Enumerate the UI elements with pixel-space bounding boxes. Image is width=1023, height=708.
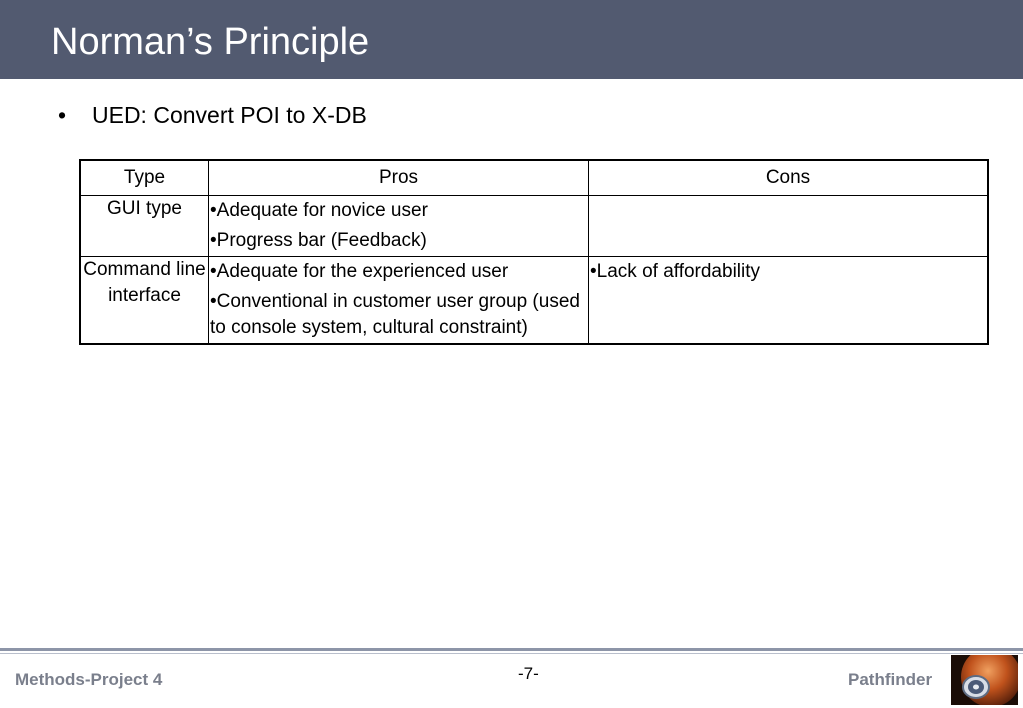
comparison-table: Type Pros Cons GUI type •Adequate for no…: [79, 159, 989, 345]
header-type: Type: [79, 159, 209, 196]
cons-cell: [588, 195, 989, 257]
table-header-row: Type Pros Cons: [79, 159, 989, 196]
table-row: GUI type •Adequate for novice user •Prog…: [79, 195, 989, 257]
footer-rule: [0, 648, 1023, 651]
footer-rule-thin: [0, 653, 1023, 654]
slide-title: Norman’s Principle: [51, 21, 370, 63]
footer-project-label: Methods-Project 4: [15, 670, 163, 689]
type-cell: GUI type: [79, 195, 209, 257]
pros-item: •Progress bar (Feedback): [210, 230, 427, 251]
header-pros: Pros: [208, 159, 589, 196]
planet-disc-logo-icon: [951, 655, 1018, 705]
cons-cell: •Lack of affordability: [588, 256, 989, 345]
pros-cell: •Adequate for the experienced user •Conv…: [208, 256, 589, 345]
header-cons: Cons: [588, 159, 989, 196]
bullet-text: UED: Convert POI to X-DB: [92, 102, 367, 128]
page-number: -7-: [518, 664, 539, 683]
cons-item: •Lack of affordability: [590, 261, 761, 282]
bullet-marker: •: [58, 102, 67, 128]
footer-team-label: Pathfinder: [848, 670, 933, 689]
pros-item: •Adequate for the experienced user: [210, 261, 509, 282]
pros-cell: •Adequate for novice user •Progress bar …: [208, 195, 589, 257]
title-bar: Norman’s Principle: [0, 0, 1023, 79]
pros-item: •Adequate for novice user: [210, 200, 428, 221]
table-row: Command line interface •Adequate for the…: [79, 256, 989, 345]
pros-item: •Conventional in customer user group (us…: [210, 291, 580, 338]
type-cell: Command line interface: [79, 256, 209, 345]
